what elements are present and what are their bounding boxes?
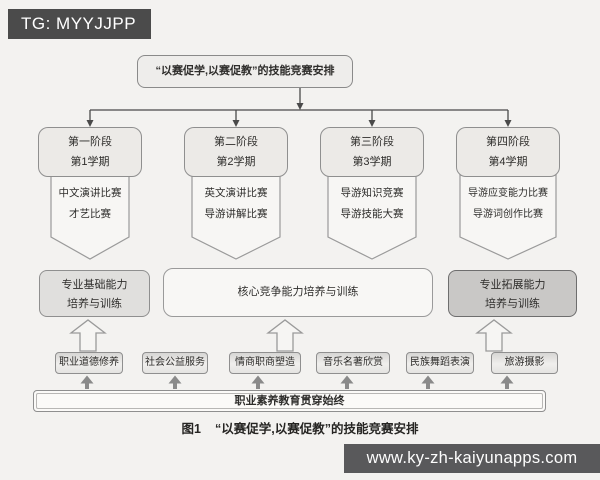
- stage-2-competitions: 英文演讲比赛 导游讲解比赛: [184, 183, 288, 225]
- stage-3-competitions: 导游知识竞赛 导游技能大赛: [320, 183, 424, 225]
- stage-3-name: 第三阶段: [350, 136, 394, 148]
- block-up-arrows: [69, 319, 513, 352]
- ability-core-node: 核心竞争能力培养与训练: [163, 268, 433, 317]
- stage-2-node: 第二阶段 第2学期: [184, 127, 288, 177]
- stage-4-term: 第4学期: [488, 156, 528, 168]
- ability-extended-node: 专业拓展能力 培养与训练: [448, 270, 577, 317]
- competition-item: 才艺比赛: [69, 208, 111, 220]
- competition-item: 导游知识竞赛: [340, 187, 404, 199]
- figure-caption: 图1 “以赛促学,以赛促教”的技能竞赛安排: [0, 418, 600, 437]
- bottom-banner-text: 职业素养教育贯穿始终: [36, 393, 543, 409]
- stage-1-node: 第一阶段 第1学期: [38, 127, 142, 177]
- stage-2-term: 第2学期: [216, 156, 256, 168]
- ability-extended-line2: 培养与训练: [485, 298, 540, 310]
- competition-item: 导游讲解比赛: [204, 208, 268, 220]
- ability-basic-line1: 专业基础能力: [61, 279, 128, 291]
- bottom-banner-bar: 职业素养教育贯穿始终: [33, 390, 546, 412]
- figure-caption-label: 图1: [181, 422, 201, 436]
- competition-item: 英文演讲比赛: [204, 187, 268, 199]
- competition-item: 导游技能大赛: [340, 208, 404, 220]
- ability-extended-line1: 专业拓展能力: [479, 279, 546, 291]
- module-public-welfare: 社会公益服务: [142, 352, 208, 374]
- block-up-arrow-right: [475, 319, 513, 352]
- module-up-arrows: [80, 375, 514, 389]
- module-eq-shaping: 情商职商塑造: [229, 352, 301, 374]
- site-watermark-badge: www.ky-zh-kaiyunapps.com: [344, 444, 600, 473]
- stage-pennant-shapes: [50, 174, 557, 260]
- diagram-title-node: “以赛促学,以赛促教”的技能竞赛安排: [137, 55, 353, 88]
- stage-4-competitions: 导游应变能力比赛 导游词创作比赛: [456, 183, 560, 225]
- competition-item: 中文演讲比赛: [58, 187, 122, 199]
- stage-drop-arrows: [86, 110, 512, 127]
- competition-item: 导游应变能力比赛: [468, 188, 548, 199]
- stage-2-name: 第二阶段: [214, 136, 258, 148]
- stage-1-name: 第一阶段: [68, 136, 112, 148]
- stage-1-term: 第1学期: [70, 156, 110, 168]
- top-connector-arrow: [90, 88, 508, 111]
- block-up-arrow-left: [69, 319, 107, 352]
- ability-basic-node: 专业基础能力 培养与训练: [39, 270, 150, 317]
- ability-basic-line2: 培养与训练: [67, 298, 122, 310]
- module-professional-ethics: 职业道德修养: [55, 352, 123, 374]
- stage-4-name: 第四阶段: [486, 136, 530, 148]
- stage-1-competitions: 中文演讲比赛 才艺比赛: [38, 183, 142, 225]
- module-travel-photography: 旅游摄影: [491, 352, 558, 374]
- stage-3-term: 第3学期: [352, 156, 392, 168]
- figure-caption-text: “以赛促学,以赛促教”的技能竞赛安排: [214, 422, 419, 436]
- stage-4-node: 第四阶段 第4学期: [456, 127, 560, 177]
- block-up-arrow-center: [266, 319, 304, 352]
- module-folk-dance: 民族舞蹈表演: [406, 352, 474, 374]
- stage-3-node: 第三阶段 第3学期: [320, 127, 424, 177]
- tg-watermark-badge: TG: MYYJJPP: [8, 9, 151, 39]
- module-music-appreciation: 音乐名著欣赏: [316, 352, 390, 374]
- competition-item: 导游词创作比赛: [473, 209, 543, 220]
